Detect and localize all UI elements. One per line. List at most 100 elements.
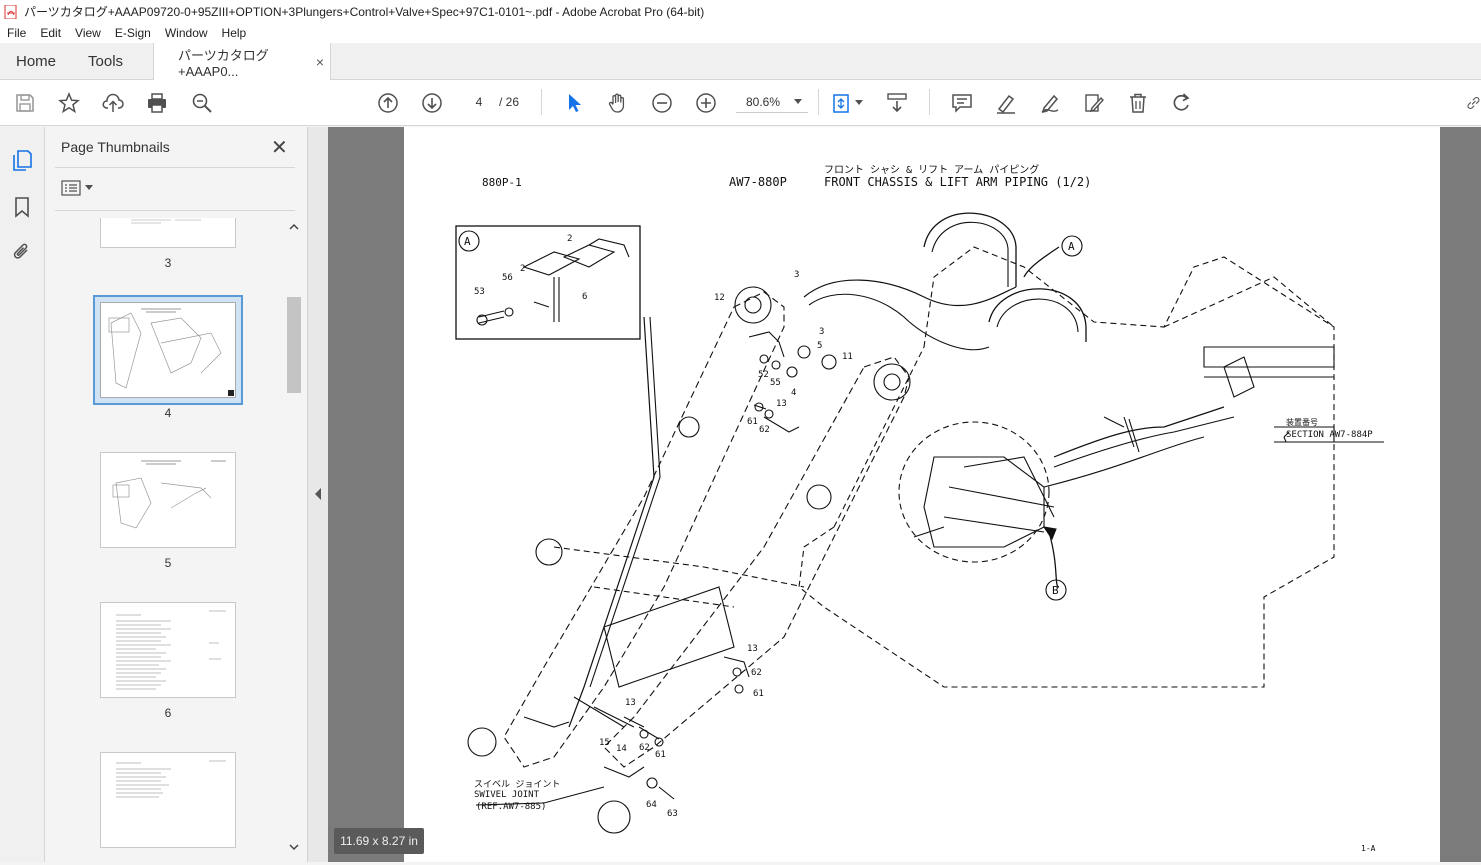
zoom-in-icon[interactable] — [694, 91, 718, 115]
tab-home[interactable]: Home — [16, 52, 57, 70]
swivel-joint-ref: (REF.AW7-885) — [476, 802, 546, 812]
detail-a-box — [455, 225, 641, 340]
thumbnail-page-7[interactable] — [100, 752, 236, 848]
toolbar-separator — [929, 89, 930, 115]
scroll-mode-icon[interactable] — [885, 91, 909, 115]
tab-close-icon[interactable]: × — [315, 54, 325, 70]
scroll-up-arrow-icon[interactable] — [288, 222, 300, 232]
next-page-icon[interactable] — [420, 91, 444, 115]
part-number: 4 — [791, 388, 796, 398]
menu-bar: File Edit View E-Sign Window Help — [0, 23, 1481, 43]
delete-trash-icon[interactable] — [1126, 91, 1150, 115]
upload-icon[interactable] — [101, 91, 125, 115]
chevron-down-icon[interactable] — [855, 100, 863, 106]
bookmarks-icon[interactable] — [11, 196, 33, 218]
parts-diagram: 880P-1 AW7-880P フロント シャシ & リフト アーム パイピング… — [455, 163, 1384, 853]
thumbnail-preview — [131, 219, 201, 224]
panel-divider — [55, 167, 295, 168]
section-label-jp: 装置番号 — [1286, 417, 1318, 427]
tab-document[interactable]: パーツカタログ+AAAP0... × — [153, 43, 332, 81]
menu-view[interactable]: View — [75, 26, 101, 40]
print-icon[interactable] — [145, 91, 169, 115]
attachments-paperclip-icon[interactable] — [11, 241, 33, 263]
collapse-panel-arrow-icon[interactable] — [314, 488, 322, 500]
page-number-input[interactable] — [464, 91, 494, 113]
bookmark-star-icon[interactable] — [57, 91, 81, 115]
link-icon[interactable] — [1466, 91, 1481, 115]
hand-tool-icon[interactable] — [606, 91, 630, 115]
thumbnail-page-3[interactable] — [100, 218, 236, 248]
pdf-page: 880P-1 AW7-880P フロント シャシ & リフト アーム パイピング… — [404, 127, 1440, 862]
part-number: 52 — [758, 370, 769, 380]
drawing-title-en: FRONT CHASSIS & LIFT ARM PIPING (1/2) — [824, 175, 1091, 189]
part-number: 15 — [599, 738, 610, 748]
previous-page-icon[interactable] — [376, 91, 400, 115]
part-number: 63 — [667, 809, 678, 819]
thumbnail-page-4-selected[interactable] — [93, 295, 243, 405]
page-thumbnails-icon[interactable] — [11, 149, 33, 171]
thumbnail-label: 5 — [164, 556, 172, 570]
page-code: 1-A — [1361, 844, 1376, 853]
tab-tools[interactable]: Tools — [88, 52, 124, 70]
zoom-level-dropdown[interactable]: 80.6% — [736, 91, 808, 113]
window-title: パーツカタログ+AAAP09720-0+95ZIII+OPTION+3Plung… — [24, 5, 705, 19]
zoom-search-icon[interactable] — [190, 91, 214, 115]
part-number: 3 — [819, 327, 824, 337]
callout-a: A — [1068, 240, 1075, 253]
menu-help[interactable]: Help — [221, 26, 247, 40]
thumbnail-page-6[interactable] — [100, 602, 236, 698]
part-number: 13 — [625, 698, 636, 708]
thumbnail-options-button[interactable] — [61, 180, 93, 196]
part-number: 14 — [616, 744, 627, 754]
part-number: 6 — [582, 292, 587, 302]
part-number: 53 — [474, 287, 485, 297]
fit-page-icon[interactable] — [830, 91, 854, 115]
drawing-code-left: 880P-1 — [482, 176, 522, 189]
comment-icon[interactable] — [950, 91, 974, 115]
drawing-title-jp: フロント シャシ & リフト アーム パイピング — [824, 163, 1039, 176]
toolbar — [0, 80, 1481, 126]
part-number: 13 — [747, 644, 758, 654]
acrobat-icon — [4, 4, 17, 19]
part-number: 61 — [655, 750, 666, 760]
zoom-out-icon[interactable] — [650, 91, 674, 115]
options-list-icon — [61, 180, 81, 196]
part-number: 61 — [753, 689, 764, 699]
part-number: 2 — [567, 234, 572, 244]
menu-esign[interactable]: E-Sign — [114, 26, 151, 40]
scroll-down-arrow-icon[interactable] — [288, 842, 300, 852]
thumbnail-label: 3 — [164, 256, 172, 270]
part-number: 11 — [842, 352, 853, 362]
thumbnail-preview — [116, 610, 226, 690]
page-size-badge: 11.69 x 8.27 in — [334, 828, 424, 854]
part-number: 64 — [646, 800, 657, 810]
panel-splitter[interactable] — [308, 127, 328, 862]
menu-window[interactable]: Window — [164, 26, 208, 40]
swivel-joint-en: SWIVEL JOINT — [474, 790, 540, 800]
swivel-joint-jp: スイベル ジョイント — [474, 780, 560, 790]
part-number: 12 — [714, 293, 725, 303]
select-cursor-icon[interactable] — [562, 91, 586, 115]
panel-close-icon[interactable]: ✕ — [271, 137, 288, 159]
drawing-code-mid: AW7-880P — [729, 175, 787, 189]
part-number: 62 — [759, 425, 770, 435]
save-icon[interactable] — [13, 91, 37, 115]
detail-a-label: A — [464, 235, 471, 248]
thumbnail-label: 4 — [164, 406, 172, 420]
panel-scrollbar-thumb[interactable] — [287, 297, 301, 393]
draw-pencil-icon[interactable] — [1038, 91, 1062, 115]
fill-sign-icon[interactable] — [1082, 91, 1106, 115]
zoom-value: 80.6% — [746, 94, 781, 109]
thumbnail-preview — [116, 760, 226, 798]
menu-file[interactable]: File — [7, 26, 27, 40]
part-number: 56 — [502, 273, 513, 283]
part-number: 13 — [776, 399, 787, 409]
highlight-pen-icon[interactable] — [994, 91, 1018, 115]
part-number: 62 — [639, 743, 650, 753]
chevron-down-icon — [85, 185, 93, 190]
part-number: 61 — [747, 417, 758, 427]
thumbnail-preview — [100, 302, 236, 398]
thumbnail-page-5[interactable] — [100, 452, 236, 548]
menu-edit[interactable]: Edit — [40, 26, 62, 40]
rotate-icon[interactable] — [1170, 91, 1194, 115]
